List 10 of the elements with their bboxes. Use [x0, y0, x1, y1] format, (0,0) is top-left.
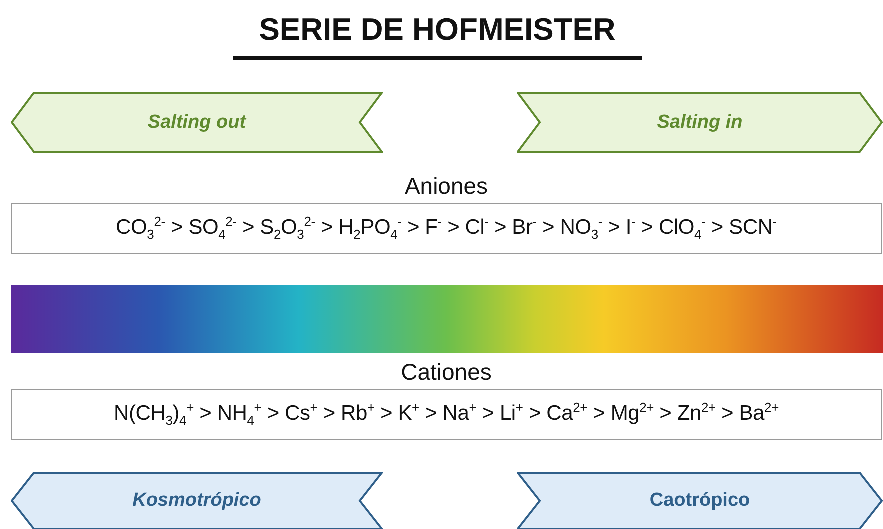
ion-series: CO$_{3}$$^{2-}$ > SO$_{4}$$^{2-}$ > S$_{2}$O$_{3}$$^{2-}$ > H$_{2}$PO$_{4}$$^{-}$ > F$^{-}$ > Cl$^{-}$ > Br$^{-}$ > NO$_{3}$$^{-}$ > I$^{-}$ > ClO$_{4}$$^{-}$ > SCN$^{-}$ — [116, 214, 777, 243]
section-heading: Cationes — [401, 358, 492, 386]
title: SERIE DE HOFMEISTER — [233, 8, 642, 60]
banner-label: Kosmotrópico — [132, 490, 262, 512]
banner-label: Salting out — [148, 112, 246, 134]
banner-label: Caotrópico — [650, 490, 750, 512]
gradient-bar — [11, 285, 883, 353]
section-heading: Aniones — [404, 172, 488, 200]
ion-series: N(CH$_{3}$)$_{4}$$^{+}$ > NH$_{4}$$^{+}$ > Cs$^{+}$ > Rb$^{+}$ > K$^{+}$ > Na$^{+}$ > Li$^{+}$ > Ca$^{2+}$ > Mg$^{2+}$ > Zn$^{2+}$ > Ba$^{2+}$ — [114, 400, 779, 429]
banner-label: Salting in — [657, 112, 743, 134]
